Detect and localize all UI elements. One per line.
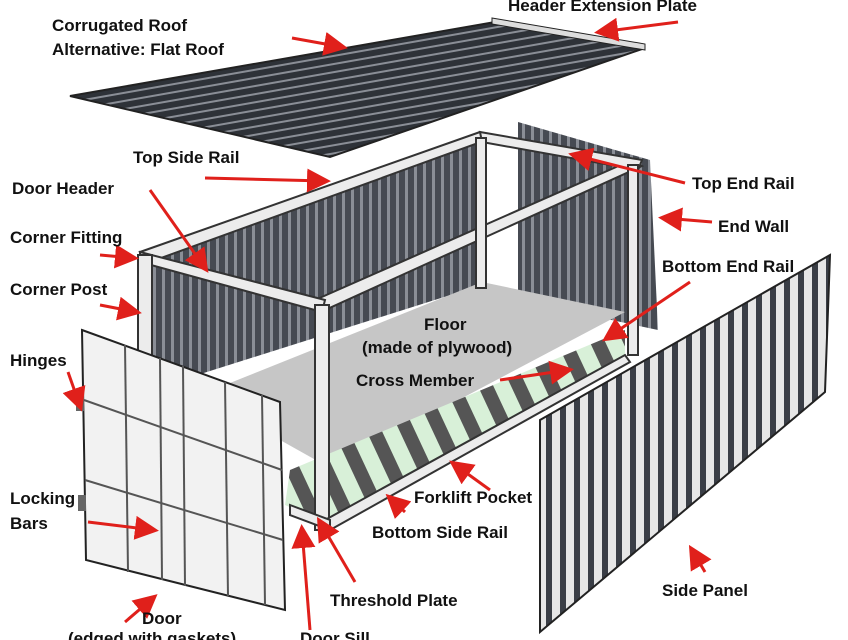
label-door: Door — [142, 609, 182, 628]
label-floor-plywood: (made of plywood) — [362, 338, 513, 357]
header-extension-plate — [491, 17, 646, 51]
door — [76, 328, 287, 612]
label-roof-alt: Alternative: Flat Roof — [52, 40, 224, 59]
arrow-header-extension — [594, 17, 679, 42]
label-locking: Locking — [10, 489, 76, 508]
label-bottom-side-rail: Bottom Side Rail — [372, 523, 509, 542]
label-top-end-rail: Top End Rail — [692, 174, 795, 193]
arrow-corner-post — [99, 296, 142, 321]
arrow-top-side-rail — [204, 168, 331, 193]
label-bottom-end-rail: Bottom End Rail — [662, 257, 795, 276]
arrow-locking-bars — [87, 515, 159, 540]
label-header-extension: Header Extension Plate — [508, 0, 697, 15]
arrow-end-wall — [658, 207, 713, 232]
arrow-bottom-side-rail — [385, 493, 412, 520]
arrow-cross-member — [499, 360, 574, 385]
arrow-top-end-rail — [568, 147, 686, 185]
arrow-side-panel — [688, 544, 712, 573]
arrows — [62, 17, 713, 631]
arrow-bottom-end-rail — [602, 280, 691, 342]
floor — [200, 282, 625, 468]
arrow-door — [124, 594, 158, 624]
arrow-hinges — [62, 371, 86, 412]
side-panel — [539, 253, 832, 635]
arrow-roof — [291, 32, 348, 56]
arrow-door-sill — [291, 524, 316, 631]
label-door-sill: Door Sill — [300, 629, 370, 640]
far-side-wall — [150, 140, 482, 390]
label-roof: Corrugated Roof — [52, 16, 188, 35]
label-corner-post: Corner Post — [10, 280, 108, 299]
label-door-gaskets: (edged with gaskets) — [68, 629, 237, 640]
label-top-side-rail: Top Side Rail — [133, 148, 240, 167]
label-door-header: Door Header — [12, 179, 115, 198]
arrow-corner-fitting — [99, 244, 139, 269]
label-bars: Bars — [10, 514, 48, 533]
arrow-threshold-plate — [316, 516, 357, 583]
label-corner-fitting: Corner Fitting — [10, 228, 123, 247]
cross-members — [285, 330, 625, 525]
label-forklift-pocket: Forklift Pocket — [414, 488, 533, 507]
label-cross-member: Cross Member — [356, 371, 475, 390]
label-threshold-plate: Threshold Plate — [330, 591, 458, 610]
label-hinges: Hinges — [10, 351, 67, 370]
arrow-forklift-pocket — [449, 460, 491, 492]
label-side-panel: Side Panel — [662, 581, 748, 600]
label-floor: Floor — [424, 315, 467, 334]
arrow-door-header — [148, 189, 209, 273]
label-end-wall: End Wall — [718, 217, 790, 236]
